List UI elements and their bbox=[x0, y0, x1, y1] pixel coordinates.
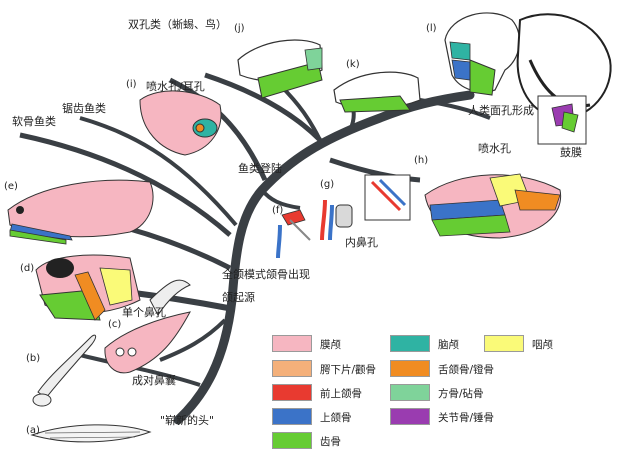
label-placoderms: 锯齿鱼类 bbox=[62, 102, 106, 115]
legend: 膜颅 脑颅 咽颅 腭下片/颧骨 舌颌骨/镫骨 前上颌骨 方骨/砧骨 上颌骨 bbox=[272, 332, 632, 452]
label-jaw-origin: 颌起源 bbox=[222, 291, 255, 304]
legend-label: 上颌骨 bbox=[320, 412, 352, 424]
label-eardrum: 鼓膜 bbox=[560, 146, 582, 159]
label-new-head: "崭新的头" bbox=[160, 414, 215, 427]
fossil-l bbox=[444, 12, 521, 96]
fossil-j bbox=[237, 39, 323, 99]
legend-label: 前上颌骨 bbox=[320, 388, 362, 400]
label-human-face: 人类面孔形成 bbox=[468, 104, 534, 117]
panel-letter-d: (d) bbox=[20, 263, 35, 274]
legend-swatch bbox=[272, 384, 312, 401]
branch-i bbox=[168, 77, 268, 182]
label-spiracle: 喷水孔/耳孔 bbox=[146, 80, 205, 93]
branch-l bbox=[419, 98, 491, 120]
legend-swatch bbox=[272, 432, 312, 449]
fossil-k bbox=[333, 71, 421, 113]
label-paired-nasal: 成对鼻囊 bbox=[132, 374, 176, 387]
branch-b bbox=[79, 353, 201, 387]
panel-letter-f: (f) bbox=[272, 205, 284, 216]
panel-letter-i: (i) bbox=[126, 79, 137, 90]
fossil-c bbox=[104, 279, 191, 374]
legend-swatch bbox=[272, 408, 312, 425]
fossil-a bbox=[30, 424, 152, 443]
fossil-f bbox=[276, 209, 311, 259]
legend-label: 关节骨/锤骨 bbox=[438, 412, 495, 424]
branch-fg bbox=[260, 188, 301, 210]
panel-letter-g: (g) bbox=[320, 179, 335, 190]
legend-label: 腭下片/颧骨 bbox=[320, 364, 377, 376]
panel-letter-h: (h) bbox=[414, 155, 429, 166]
fossil-i bbox=[139, 90, 222, 156]
legend-label: 齿骨 bbox=[320, 436, 341, 448]
legend-swatch bbox=[390, 360, 430, 377]
label-sharks: 软骨鱼类 bbox=[12, 115, 56, 128]
panel-letter-l: (l) bbox=[426, 23, 437, 34]
label-spiracle-h: 喷水孔 bbox=[478, 142, 511, 155]
eardrum-inset bbox=[537, 95, 587, 145]
fossil-e bbox=[7, 179, 154, 245]
legend-label: 脑颅 bbox=[438, 339, 459, 351]
panel-letter-c: (c) bbox=[108, 319, 122, 330]
legend-label: 方骨/砧骨 bbox=[438, 388, 484, 400]
label-jaw-complex: 全颌模式颌骨出现 bbox=[222, 268, 310, 281]
fossil-h bbox=[424, 173, 562, 239]
panel-letter-b: (b) bbox=[26, 353, 41, 364]
fossil-g bbox=[320, 174, 411, 241]
fossil-b bbox=[32, 334, 97, 407]
legend-swatch bbox=[390, 335, 430, 352]
legend-swatch bbox=[272, 360, 312, 377]
legend-label: 膜颅 bbox=[320, 339, 341, 351]
branch-h bbox=[329, 157, 421, 183]
legend-swatch bbox=[272, 335, 312, 352]
branch-c bbox=[159, 318, 227, 362]
branch-placoderms bbox=[79, 116, 238, 227]
legend-swatch bbox=[390, 408, 430, 425]
label-fish-to-land: 鱼类登陆 bbox=[238, 162, 282, 175]
legend-swatch bbox=[484, 335, 524, 352]
panel-letter-e: (e) bbox=[4, 181, 18, 192]
legend-swatch bbox=[390, 384, 430, 401]
branch-amniotes bbox=[204, 72, 322, 142]
label-single-nostril: 单个鼻孔 bbox=[122, 306, 166, 319]
legend-label: 咽颅 bbox=[532, 339, 553, 351]
label-internal-nostril: 内鼻孔 bbox=[345, 236, 378, 249]
panel-letter-j: (j) bbox=[234, 23, 245, 34]
fossil-d bbox=[35, 254, 141, 321]
legend-label: 舌颌骨/镫骨 bbox=[438, 364, 495, 376]
label-amniotes: 双孔类（蜥蜴、鸟） bbox=[128, 18, 227, 31]
panel-letter-a: (a) bbox=[26, 425, 40, 436]
panel-letter-k: (k) bbox=[346, 59, 360, 70]
branch-sharks bbox=[19, 132, 232, 237]
